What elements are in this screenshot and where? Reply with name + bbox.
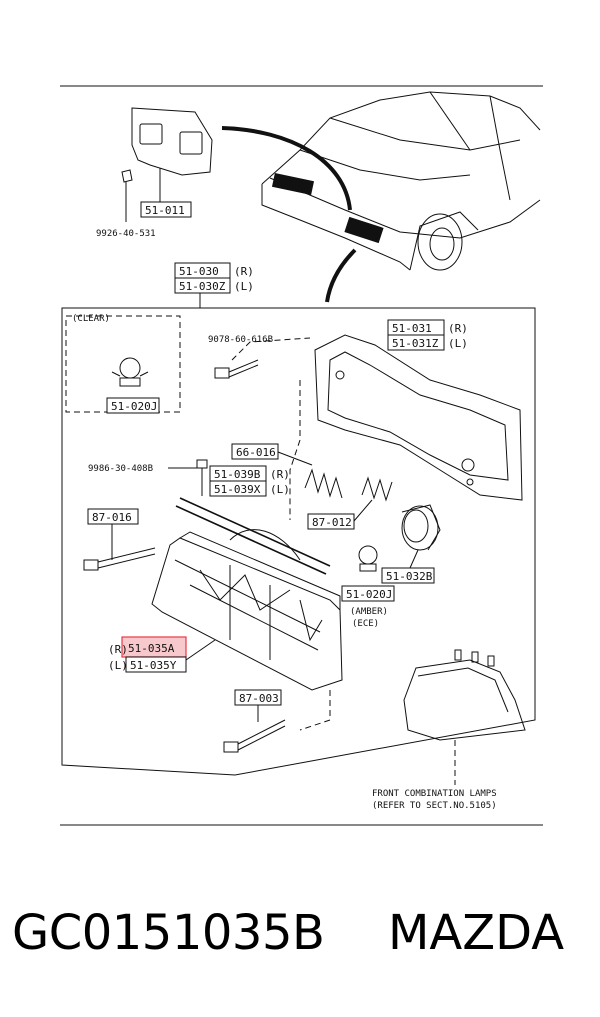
label-51-031z-side: (L) bbox=[448, 337, 468, 350]
headlamp-unit-illustration bbox=[151, 497, 343, 691]
label-51-030: 51-030 bbox=[179, 265, 219, 278]
label-51-031: 51-031 bbox=[392, 322, 432, 335]
label-51-031-side: (R) bbox=[448, 322, 468, 335]
note-refer-section: (REFER TO SECT.NO.5105) bbox=[372, 801, 497, 811]
brand-name: MAZDA bbox=[388, 905, 565, 961]
arrow-lower bbox=[325, 248, 357, 303]
label-51-035y-side: (L) bbox=[108, 659, 128, 672]
screw-9078-icon bbox=[214, 359, 259, 379]
label-51-035a: 51-035A bbox=[128, 642, 175, 655]
label-51-035-side: (R) bbox=[108, 643, 128, 656]
part-number: GC0151035B bbox=[12, 905, 325, 961]
label-51-039x-side: (L) bbox=[270, 483, 290, 496]
spring-87-012-icon bbox=[361, 476, 393, 502]
bolt-87-016-icon bbox=[83, 547, 156, 571]
assembly-frame bbox=[61, 307, 536, 776]
label-66-016: 66-016 bbox=[236, 446, 276, 459]
label-9926-40-531: 9926-40-531 bbox=[96, 229, 156, 239]
spring-66-016-icon bbox=[304, 468, 343, 499]
label-51-020j-clear: 51-020J bbox=[111, 400, 157, 413]
label-51-032b: 51-032B bbox=[386, 570, 433, 583]
label-51-035y: 51-035Y bbox=[130, 659, 177, 672]
label-87-003: 87-003 bbox=[239, 692, 279, 705]
screw-9986-icon bbox=[196, 459, 208, 496]
label-ece: (ECE) bbox=[352, 619, 379, 629]
bolt-87-003-icon bbox=[223, 719, 286, 753]
label-51-039b: 51-039B bbox=[214, 468, 261, 481]
bulb-amber-icon bbox=[358, 545, 378, 572]
label-clear: (CLEAR) bbox=[72, 314, 110, 324]
label-51-030z-side: (L) bbox=[234, 280, 254, 293]
label-51-031z: 51-031Z bbox=[392, 337, 439, 350]
label-9078-60-616b: 9078-60-616B bbox=[208, 335, 273, 345]
label-87-016: 87-016 bbox=[92, 511, 132, 524]
note-front-combination-lamps: FRONT COMBINATION LAMPS bbox=[372, 789, 497, 799]
caption: GC0151035B MAZDA bbox=[0, 905, 600, 975]
arrow-upper bbox=[221, 126, 352, 211]
label-amber: (AMBER) bbox=[350, 607, 388, 617]
combination-lamp-illustration bbox=[403, 649, 526, 741]
label-9986-30-408b: 9986-30-408B bbox=[88, 464, 153, 474]
label-51-039b-side: (R) bbox=[270, 468, 290, 481]
label-51-039x: 51-039X bbox=[214, 483, 261, 496]
bulb-clear-icon bbox=[111, 357, 149, 387]
car-illustration bbox=[261, 91, 541, 271]
bracket-51-011 bbox=[121, 107, 213, 222]
label-51-020j-amber: 51-020J bbox=[346, 588, 392, 601]
cover-ring-51-032b-icon bbox=[401, 504, 441, 551]
label-51-030z: 51-030Z bbox=[179, 280, 226, 293]
mounting-bracket-51-031 bbox=[314, 334, 523, 501]
label-51-011: 51-011 bbox=[145, 204, 185, 217]
label-51-030-side: (R) bbox=[234, 265, 254, 278]
label-87-012: 87-012 bbox=[312, 516, 352, 529]
